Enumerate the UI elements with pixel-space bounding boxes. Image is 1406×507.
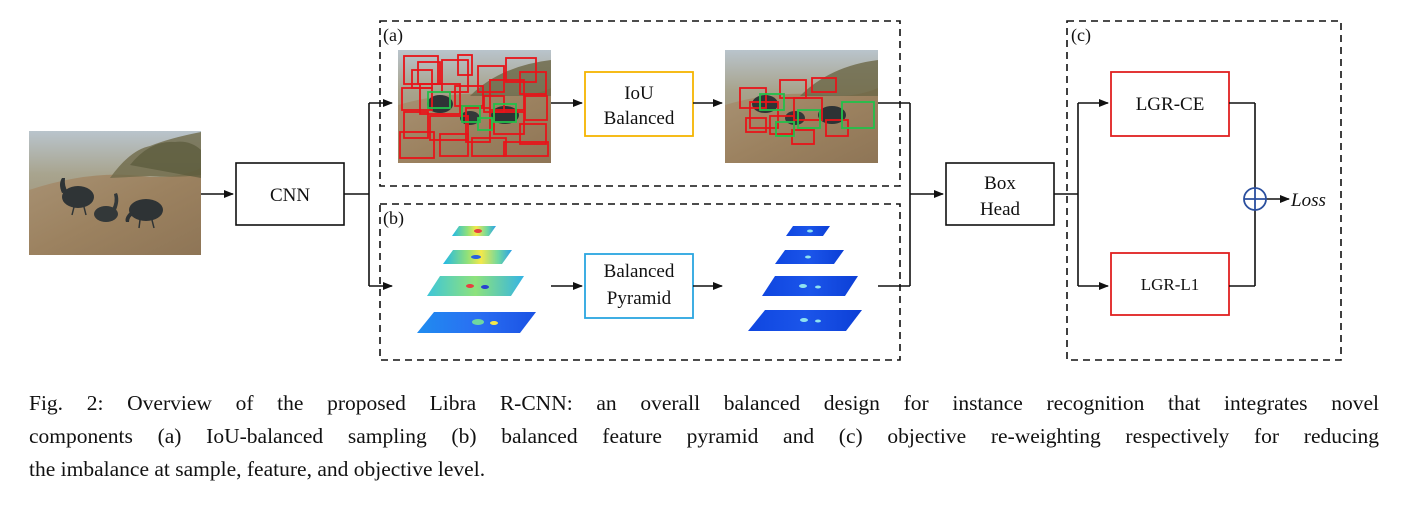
- lgr-l1-label: LGR-L1: [1141, 275, 1200, 294]
- loss-label: Loss: [1290, 190, 1326, 211]
- balanced-pyramid-box: Balanced Pyramid: [584, 253, 694, 319]
- feature-pyramid-original: [417, 226, 536, 333]
- lgr-ce-label: LGR-CE: [1136, 94, 1205, 115]
- box-head-split-arrows: [1054, 99, 1109, 290]
- pyramid-label-line2: Pyramid: [607, 288, 672, 309]
- iou-label-line1: IoU: [624, 83, 654, 104]
- merge-arrows: [878, 102, 944, 287]
- cnn-box: CNN: [235, 162, 345, 226]
- input-image: [29, 131, 201, 255]
- box-head: Box Head: [945, 162, 1055, 226]
- iou-balanced-box: IoU Balanced: [584, 71, 694, 137]
- sum-node-icon: [1243, 187, 1267, 211]
- caption-line-3: the imbalance at sample, feature, and ob…: [29, 457, 486, 481]
- panel-c: (c) LGR-CE LGR-L1 Loss: [1066, 20, 1342, 361]
- panel-b-label: (b): [383, 208, 404, 229]
- caption-line-1: Fig. 2: Overview of the proposed Libra R…: [29, 391, 1379, 415]
- dense-proposals-image: [398, 50, 551, 163]
- balanced-proposals-image: [725, 50, 878, 163]
- iou-label-line2: Balanced: [604, 108, 675, 129]
- panel-c-label: (c): [1071, 25, 1091, 46]
- cnn-label: CNN: [270, 185, 310, 206]
- loss-merge-lines: [1229, 102, 1290, 287]
- panel-a-label: (a): [383, 25, 403, 46]
- panel-b: (b) Balanced Pyramid: [379, 203, 901, 361]
- lgr-ce-box: LGR-CE: [1110, 71, 1230, 137]
- panel-a: (a): [379, 20, 901, 187]
- libra-rcnn-diagram: CNN (a): [29, 20, 1342, 361]
- cnn-split-arrows: [344, 99, 393, 290]
- caption-line-2: components (a) IoU-balanced sampling (b)…: [29, 424, 1379, 448]
- lgr-l1-box: LGR-L1: [1110, 252, 1230, 316]
- figure-caption: Fig. 2: Overview of the proposed Libra R…: [29, 387, 1379, 486]
- feature-pyramid-balanced: [748, 226, 862, 331]
- pyramid-label-line1: Balanced: [604, 261, 675, 282]
- box-head-line2: Head: [980, 199, 1021, 220]
- box-head-line1: Box: [984, 173, 1016, 194]
